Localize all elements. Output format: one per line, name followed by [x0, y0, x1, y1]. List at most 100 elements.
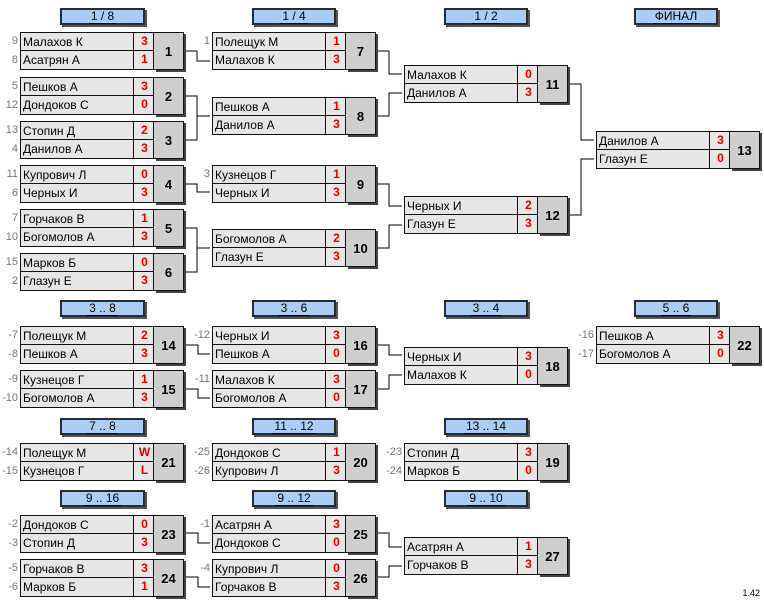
player-name: Купрович Л: [23, 168, 87, 182]
player-score: W: [133, 444, 155, 463]
player-name: Марков Б: [407, 464, 461, 478]
player-name: Черных И: [407, 350, 462, 364]
player-name: Марков Б: [23, 256, 77, 270]
player-row: Полещук М 1: [212, 32, 347, 52]
seed-number: -16: [578, 329, 594, 341]
match-number: 16: [346, 326, 376, 364]
player-row: Полещук М W: [20, 443, 155, 463]
player-name: Пешков А: [215, 347, 270, 361]
seed-number: -12: [194, 329, 210, 341]
seed-number: -9: [8, 373, 18, 385]
player-name: Глазун Е: [599, 152, 648, 166]
player-score: 1: [325, 33, 347, 52]
match-number: 1: [154, 32, 184, 70]
match-number: 19: [538, 443, 568, 481]
match-number: 23: [154, 515, 184, 553]
seed-number: -23: [386, 446, 402, 458]
header-quarterfinal: 1 / 4: [252, 8, 336, 25]
player-score: 3: [517, 556, 539, 575]
player-score: 3: [133, 534, 155, 553]
player-score: 1: [517, 538, 539, 557]
player-name: Малахов К: [23, 35, 83, 49]
seed-number: -25: [194, 446, 210, 458]
seed-number: 8: [11, 54, 18, 66]
player-score: 0: [325, 560, 347, 579]
seed-number: 7: [11, 212, 18, 224]
player-score: 3: [709, 132, 731, 151]
player-row: Малахов К 0: [404, 366, 538, 385]
header-label: 7 .. 8: [87, 419, 118, 434]
seed-number: 5: [11, 80, 18, 92]
player-name: Полещук М: [23, 446, 87, 460]
player-score: 2: [133, 122, 155, 141]
header-label: 1 / 4: [280, 9, 308, 24]
player-name: Глазун Е: [407, 217, 456, 231]
player-name: Стопин Д: [23, 536, 75, 550]
player-score: 3: [709, 327, 731, 346]
player-name: Малахов К: [407, 368, 467, 382]
player-name: Дондоков С: [215, 446, 281, 460]
header-label: 3 .. 4: [470, 301, 502, 316]
header-label: 11 .. 12: [272, 419, 316, 434]
player-score: 3: [133, 272, 155, 291]
player-score: 0: [517, 366, 539, 385]
player-name: Полещук М: [215, 35, 279, 49]
player-score: 1: [325, 444, 347, 463]
player-name: Горчаков В: [215, 580, 277, 594]
match-number: 25: [346, 515, 376, 553]
player-name: Малахов К: [215, 373, 275, 387]
version-label: 1.42: [742, 588, 760, 598]
match-number: 21: [154, 443, 184, 481]
header-5-6: 5 .. 6: [634, 300, 718, 317]
match-number: 22: [730, 326, 760, 364]
player-name: Богомолов А: [23, 230, 95, 244]
player-name: Черных И: [407, 199, 462, 213]
player-score: 0: [133, 516, 155, 535]
seed-number: -6: [8, 581, 18, 593]
